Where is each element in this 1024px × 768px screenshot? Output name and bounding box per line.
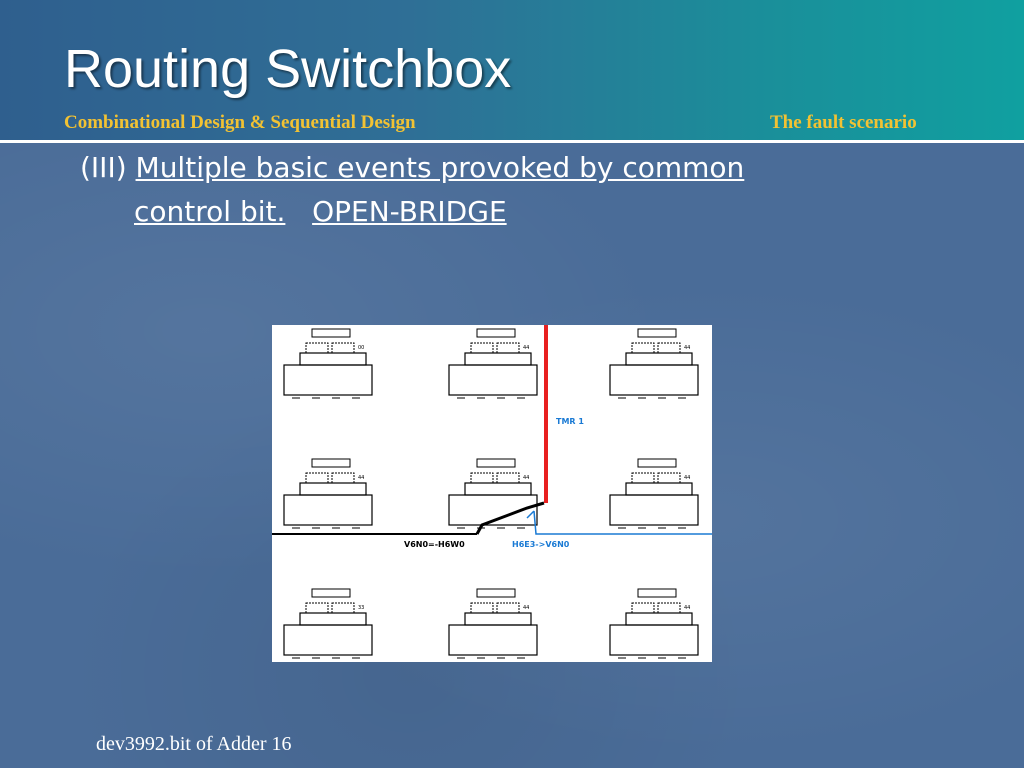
tile-body <box>609 364 699 396</box>
tile-cell <box>331 472 355 484</box>
tile-tag: 44 <box>684 345 690 351</box>
right-net-line <box>533 510 712 535</box>
tile-body <box>448 624 538 656</box>
switch-tile: 44 <box>448 328 538 399</box>
tile-cell <box>331 342 355 354</box>
tile-middle <box>625 612 693 626</box>
right-net-label: H6E3->V6N0 <box>512 540 570 549</box>
header-divider <box>0 140 1024 143</box>
tile-label-box <box>476 458 516 468</box>
tile-middle <box>299 482 367 496</box>
tile-cell <box>496 602 520 614</box>
tile-tag: 33 <box>358 605 364 611</box>
bridge-tick <box>526 510 535 519</box>
switch-tile: 33 <box>283 588 373 659</box>
tile-tag: 00 <box>358 345 364 351</box>
tile-middle <box>299 612 367 626</box>
slide-background <box>0 143 1024 768</box>
tile-cell <box>305 472 329 484</box>
switch-tile: 44 <box>448 458 538 529</box>
subtitle-left: Combinational Design & Sequential Design <box>64 112 416 133</box>
tile-tag: 44 <box>523 475 529 481</box>
tile-tag: 44 <box>684 475 690 481</box>
switch-tile: 44 <box>609 328 699 399</box>
left-net-label: V6N0=-H6W0 <box>404 540 465 549</box>
tile-cell <box>470 602 494 614</box>
tile-label-box <box>311 328 351 338</box>
switchbox-diagram-svg: 00 44 44 44 44 44 33 44 44 TMR 1 V6N0=-H6W0 H6E3… <box>272 325 712 659</box>
switch-tile: 44 <box>448 588 538 659</box>
tile-cell <box>305 342 329 354</box>
slide-title: Routing Switchbox <box>64 39 512 99</box>
tile-label-box <box>637 588 677 598</box>
tile-body <box>609 494 699 526</box>
tile-cell <box>470 342 494 354</box>
tile-cell <box>657 342 681 354</box>
tile-label-box <box>637 328 677 338</box>
tile-cell <box>631 602 655 614</box>
header-band <box>0 0 1024 140</box>
slide-footer: dev3992.bit of Adder 16 <box>96 733 292 755</box>
tile-cell <box>496 342 520 354</box>
bullet-prefix: (III) <box>80 151 127 184</box>
tile-middle <box>299 352 367 366</box>
tile-label-box <box>476 588 516 598</box>
tile-cell <box>631 342 655 354</box>
switch-tile: 44 <box>609 588 699 659</box>
tile-cell <box>657 602 681 614</box>
tile-cell <box>305 602 329 614</box>
switch-tile: 44 <box>283 458 373 529</box>
tile-body <box>283 364 373 396</box>
tile-body <box>283 494 373 526</box>
tile-body <box>448 494 538 526</box>
tile-label-box <box>637 458 677 468</box>
bullet-part1: Multiple basic events provoked by common <box>135 151 745 184</box>
subtitle-right: The fault scenario <box>770 112 917 133</box>
bullet-line2: control bit. OPEN-BRIDGE <box>80 190 920 234</box>
tile-label-box <box>476 328 516 338</box>
switch-tile: 44 <box>609 458 699 529</box>
bullet-part3: OPEN-BRIDGE <box>312 195 507 228</box>
tile-middle <box>625 352 693 366</box>
tmr-label: TMR 1 <box>556 417 584 426</box>
bullet-part2: control bit. <box>134 195 286 228</box>
tile-tag: 44 <box>358 475 364 481</box>
switchbox-diagram: 00 44 44 44 44 44 33 44 44 TMR 1 V6N0=-H6W0 H6E3… <box>272 325 712 662</box>
tile-cell <box>331 602 355 614</box>
tile-body <box>609 624 699 656</box>
tile-label-box <box>311 458 351 468</box>
tile-tag: 44 <box>523 345 529 351</box>
tile-tag: 44 <box>684 605 690 611</box>
tile-tag: 44 <box>523 605 529 611</box>
tiles-layer: 00 44 44 44 44 44 33 44 44 <box>283 328 699 659</box>
tile-body <box>283 624 373 656</box>
bullet-text: (III) Multiple basic events provoked by … <box>80 146 920 234</box>
tile-cell <box>631 472 655 484</box>
tile-middle <box>464 612 532 626</box>
tile-cell <box>657 472 681 484</box>
switch-tile: 00 <box>283 328 373 399</box>
tile-middle <box>464 482 532 496</box>
tile-middle <box>625 482 693 496</box>
tile-cell <box>496 472 520 484</box>
tile-label-box <box>311 588 351 598</box>
tile-middle <box>464 352 532 366</box>
tile-body <box>448 364 538 396</box>
bridge-path <box>475 501 545 535</box>
tile-cell <box>470 472 494 484</box>
